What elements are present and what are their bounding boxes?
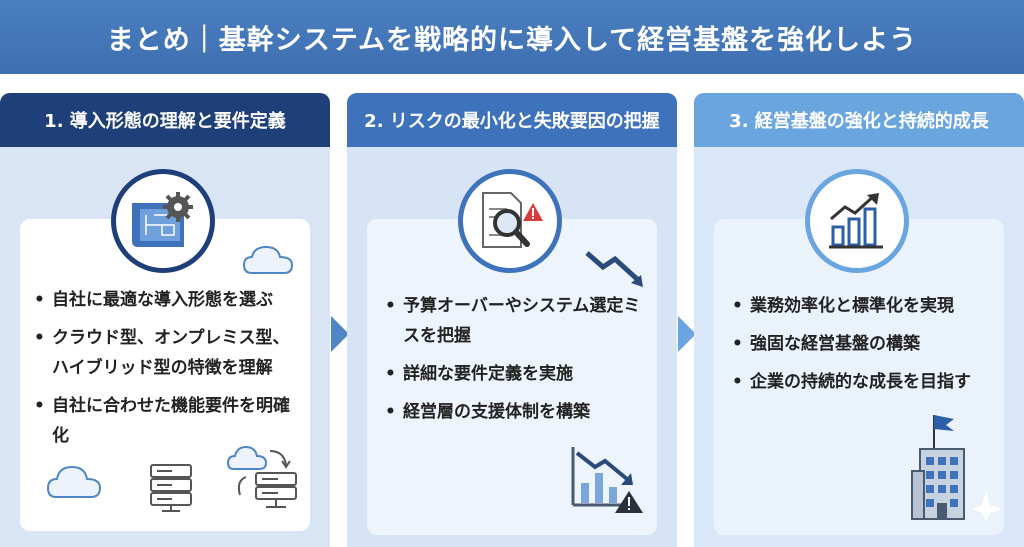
panel-3-badge <box>805 169 909 273</box>
growth-chart-icon <box>829 193 883 249</box>
panel-2-heading: 2. リスクの最小化と失敗要因の把握 <box>347 93 677 147</box>
cloud-icon <box>242 245 294 274</box>
cloud-icon <box>46 465 102 498</box>
page-title-banner: まとめ｜基幹システムを戦略的に導入して経営基盤を強化しよう <box>0 0 1024 74</box>
panel-2: 2. リスクの最小化と失敗要因の把握 予算オーバーやシステム選定ミスを把握 詳細… <box>347 93 677 547</box>
panel-2-point: 詳細な要件定義を実施 <box>385 359 655 389</box>
panel-3-point: 業務効率化と標準化を実現 <box>732 291 1002 321</box>
panel-1-point: 自社に合わせた機能要件を明確化 <box>34 391 306 451</box>
panel-2-badge <box>458 169 562 273</box>
panel-3: 3. 経営基盤の強化と持続的成長 業務効率化と標準化を実現 強固な経営基盤の構築… <box>694 93 1024 547</box>
decline-chart-warning-icon <box>571 447 643 513</box>
step-arrow <box>678 316 696 352</box>
panel-3-point: 企業の持続的な成長を目指す <box>732 367 1002 397</box>
blueprint-gear-icon <box>132 192 193 247</box>
document-magnifier-warning-icon <box>482 192 543 248</box>
panel-1-heading: 1. 導入形態の理解と要件定義 <box>0 93 330 147</box>
cloud-sync-server-icon <box>226 445 297 508</box>
panel-1: 1. 導入形態の理解と要件定義 自社に最適な導入形態を選ぶ クラウド型、オンプレ… <box>0 93 330 547</box>
panel-3-heading: 3. 経営基盤の強化と持続的成長 <box>694 93 1024 147</box>
server-icon <box>150 464 192 512</box>
panel-1-point: 自社に最適な導入形態を選ぶ <box>34 285 306 315</box>
panel-3-point: 強固な経営基盤の構築 <box>732 329 1002 359</box>
panel-1-badge <box>111 169 215 273</box>
step-arrow <box>331 316 349 352</box>
panel-2-point: 経営層の支援体制を構築 <box>385 397 655 427</box>
panel-1-point: クラウド型、オンプレミス型、ハイブリッド型の特徴を理解 <box>34 323 306 383</box>
panel-2-point: 予算オーバーやシステム選定ミスを把握 <box>385 291 655 351</box>
trend-down-arrow-icon <box>585 251 643 287</box>
office-building-flag-icon <box>911 415 1002 521</box>
page-title: まとめ｜基幹システムを戦略的に導入して経営基盤を強化しよう <box>106 24 918 56</box>
